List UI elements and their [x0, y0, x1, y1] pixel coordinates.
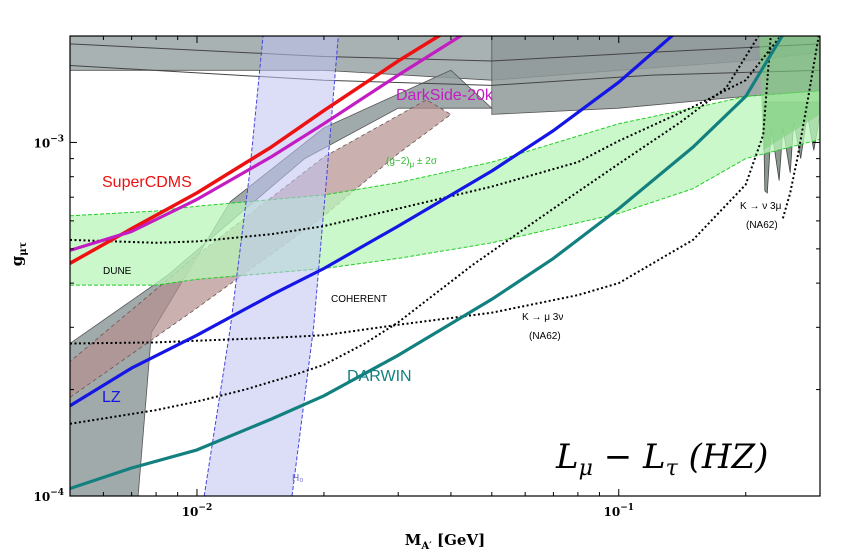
label-darwin: DARWIN: [347, 368, 412, 385]
sensitivity-curve: [70, 36, 760, 425]
label-g2-band: (g−2)μ ± 2σ: [386, 156, 438, 169]
projection-curve: [70, 36, 784, 491]
projection-curve: [70, 36, 675, 408]
h0-band-right-edge: [291, 36, 339, 496]
contour-line: [70, 43, 820, 62]
excluded-region: [70, 69, 493, 496]
label-lz: LZ: [102, 389, 121, 406]
x-axis-title: MA′ [GeV]: [405, 531, 485, 552]
h0-band-left-edge: [203, 36, 264, 496]
label-coherent: COHERENT: [331, 294, 387, 305]
label-kmu1: K → μ 3ν: [522, 312, 563, 323]
x-tick-label: 10−1: [603, 503, 634, 519]
label-h0: H₀: [292, 473, 303, 484]
label-knu2: (NA62): [746, 220, 778, 231]
g2-band-upper-edge: [70, 90, 820, 217]
y-tick-label: 10−3: [33, 134, 64, 150]
model-label: Lμ − Lτ (HZ): [555, 437, 768, 481]
sensitivity-curve: [70, 36, 772, 345]
x-tick-label: 10−2: [182, 503, 213, 519]
g2-band-lower-edge: [70, 138, 820, 286]
label-dune: DUNE: [103, 266, 132, 277]
projection-curve: [70, 36, 443, 265]
label-darkside: DarkSide-20k: [396, 87, 494, 104]
y-axis-title: gμτ: [8, 241, 29, 266]
label-kmu2: (NA62): [529, 331, 561, 342]
label-knu1: K → ν 3μ: [740, 201, 782, 212]
h0-band: [204, 36, 339, 496]
label-superCDMS: SuperCDMS: [102, 174, 192, 191]
y-tick-label: 10−4: [33, 488, 64, 504]
plot-frame: [69, 35, 821, 497]
bands-layer: [70, 36, 820, 496]
contour-line: [70, 65, 820, 86]
projection-curve: [70, 36, 464, 252]
projection-curves: [70, 36, 784, 491]
